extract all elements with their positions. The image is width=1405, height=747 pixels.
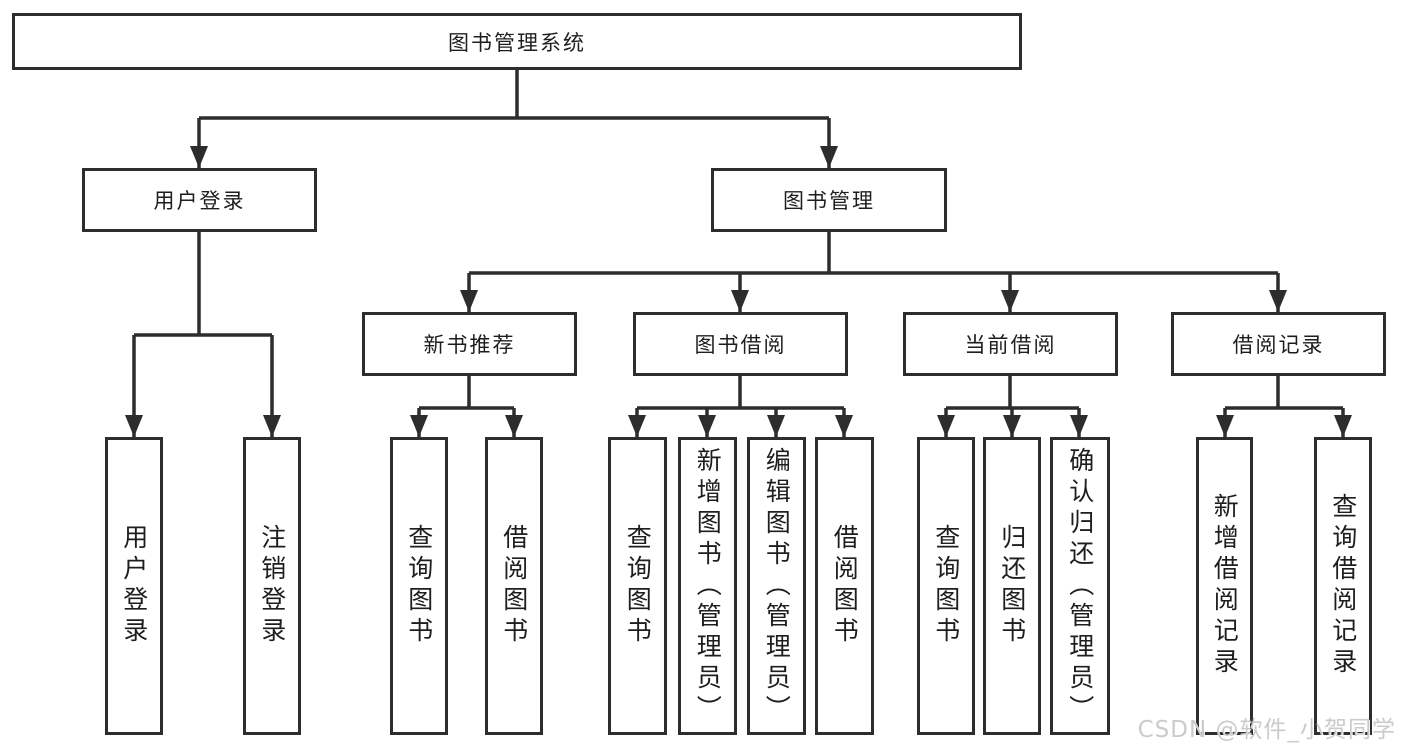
leaf-br-add-record-label: 新增借阅记录: [1210, 493, 1240, 679]
leaf-cb-confirm-return-admin-label: 确认归还（管理员）: [1065, 446, 1095, 726]
leaf-br-query-record-label: 查询借阅记录: [1328, 493, 1358, 679]
connector-book-borrowing-to-leaves: [628, 376, 853, 437]
node-current-borrowing: 当前借阅: [903, 312, 1118, 376]
node-book-borrowing: 图书借阅: [633, 312, 848, 376]
node-user-login: 用户登录: [82, 168, 317, 232]
node-book-borrowing-label: 图书借阅: [694, 333, 787, 357]
connector-user-login-to-leaves: [125, 232, 281, 437]
leaf-cb-query-books-label: 查询图书: [931, 524, 961, 648]
node-new-book-recommend-label: 新书推荐: [423, 333, 516, 357]
node-book-management: 图书管理: [711, 168, 947, 232]
leaf-bb-edit-books-admin: 编辑图书（管理员）: [747, 437, 806, 735]
connector-book-management-to-level3: [460, 232, 1287, 312]
leaf-user-login: 用户登录: [105, 437, 163, 735]
connector-current-borrowing-to-leaves: [937, 376, 1088, 437]
leaf-nbr-query-books-label: 查询图书: [404, 524, 434, 648]
leaf-bb-borrow-books-label: 借阅图书: [830, 524, 860, 648]
leaf-bb-query-books-label: 查询图书: [623, 524, 653, 648]
node-borrowing-records: 借阅记录: [1171, 312, 1386, 376]
leaf-bb-add-books-admin-label: 新增图书（管理员）: [693, 446, 723, 726]
node-borrowing-records-label: 借阅记录: [1232, 333, 1325, 357]
node-user-login-label: 用户登录: [153, 189, 246, 213]
leaf-nbr-borrow-books: 借阅图书: [485, 437, 543, 735]
leaf-logout-label: 注销登录: [257, 524, 287, 648]
node-root-label: 图书管理系统: [448, 30, 586, 55]
leaf-br-query-record: 查询借阅记录: [1314, 437, 1372, 735]
leaf-cb-query-books: 查询图书: [917, 437, 975, 735]
leaf-bb-edit-books-admin-label: 编辑图书（管理员）: [762, 446, 792, 726]
leaf-logout: 注销登录: [243, 437, 301, 735]
leaf-cb-return-books: 归还图书: [983, 437, 1041, 735]
leaf-nbr-borrow-books-label: 借阅图书: [499, 524, 529, 648]
connector-root-to-level2: [190, 70, 838, 168]
node-book-management-label: 图书管理: [783, 189, 875, 213]
leaf-br-add-record: 新增借阅记录: [1196, 437, 1253, 735]
node-root: 图书管理系统: [12, 13, 1022, 70]
leaf-bb-add-books-admin: 新增图书（管理员）: [678, 437, 737, 735]
node-new-book-recommend: 新书推荐: [362, 312, 577, 376]
leaf-cb-return-books-label: 归还图书: [997, 524, 1027, 648]
csdn-watermark: CSDN @软件_小贺同学: [1137, 717, 1396, 743]
leaf-bb-borrow-books: 借阅图书: [815, 437, 874, 735]
connector-new-book-recommend-to-leaves: [410, 376, 523, 437]
node-current-borrowing-label: 当前借阅: [964, 333, 1057, 357]
connector-borrowing-records-to-leaves: [1216, 376, 1352, 437]
leaf-cb-confirm-return-admin: 确认归还（管理员）: [1050, 437, 1110, 735]
leaf-user-login-label: 用户登录: [119, 524, 149, 648]
leaf-bb-query-books: 查询图书: [608, 437, 667, 735]
leaf-nbr-query-books: 查询图书: [390, 437, 448, 735]
